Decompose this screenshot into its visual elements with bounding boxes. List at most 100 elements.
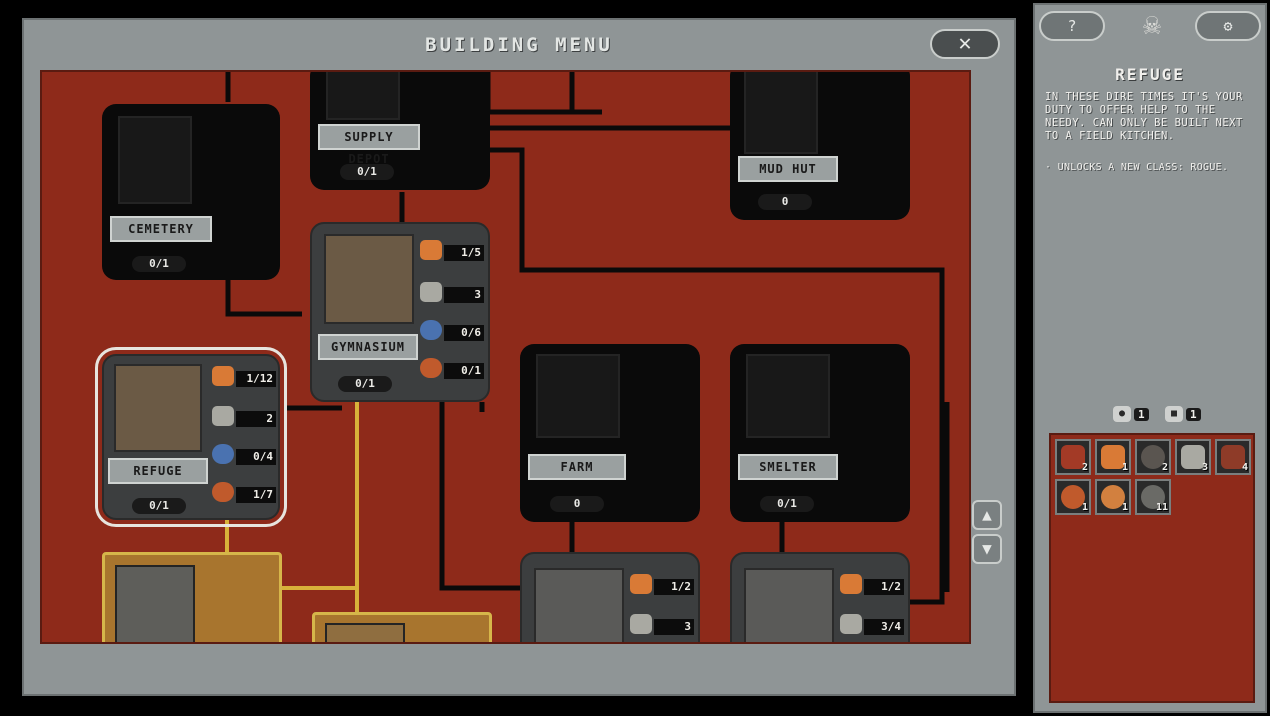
built-node-lower-left[interactable] bbox=[102, 552, 282, 642]
cemetery-node[interactable]: CEMETERY 0/1 bbox=[102, 104, 280, 280]
supply-counter-a: ● 1 bbox=[1113, 405, 1149, 423]
gymnasium-cost-food: 1/5 bbox=[420, 240, 484, 262]
inventory-slot[interactable]: 1 bbox=[1095, 479, 1131, 515]
connection-lines bbox=[225, 72, 950, 632]
skull-emblem-icon: ☠ bbox=[1142, 7, 1162, 42]
orb-icon bbox=[212, 444, 234, 464]
help-icon: ? bbox=[1067, 17, 1077, 35]
smelter-label: SMELTER bbox=[738, 454, 838, 480]
settings-button[interactable]: ⚙ bbox=[1195, 11, 1261, 41]
gymnasium-count: 0/1 bbox=[338, 376, 392, 392]
shard-icon bbox=[1141, 485, 1165, 509]
food-icon bbox=[630, 574, 652, 594]
mud-hut-art bbox=[744, 72, 818, 154]
refuge-cost-meat: 1/7 bbox=[212, 482, 276, 504]
supply-counters: ● 1 ■ 1 bbox=[1113, 405, 1223, 425]
inventory-slot[interactable]: 1 bbox=[1095, 439, 1131, 475]
bottom-node-b[interactable]: 1/2 3/4 bbox=[730, 552, 910, 642]
meat-icon bbox=[212, 482, 234, 502]
bottom-node-a-cost-stone: 3 bbox=[630, 614, 694, 636]
help-button[interactable]: ? bbox=[1039, 11, 1105, 41]
inventory-slot[interactable]: 2 bbox=[1135, 439, 1171, 475]
inventory-slot[interactable]: 1 bbox=[1055, 479, 1091, 515]
resource-inventory: 2 1 2 3 4 1 1 11 bbox=[1049, 433, 1255, 703]
gymnasium-cost-stone: 3 bbox=[420, 282, 484, 304]
mud-hut-count: 0 bbox=[758, 194, 812, 210]
metal-icon bbox=[1141, 445, 1165, 469]
built-node-lower-mid[interactable] bbox=[312, 612, 492, 642]
scrap-icon bbox=[1221, 445, 1245, 469]
supply-depot-node[interactable]: SUPPLY DEPOT 0/1 bbox=[310, 72, 490, 190]
inventory-slot[interactable]: 11 bbox=[1135, 479, 1171, 515]
bottom-node-b-cost-stone: 3/4 bbox=[840, 614, 904, 636]
inventory-slot[interactable]: 2 bbox=[1055, 439, 1091, 475]
smelter-node[interactable]: SMELTER 0/1 bbox=[730, 344, 910, 522]
close-button[interactable]: ✕ bbox=[930, 29, 1000, 59]
meat-icon bbox=[420, 358, 442, 378]
stone-icon bbox=[420, 282, 442, 302]
gear-icon: ⚙ bbox=[1223, 17, 1233, 35]
info-side-panel: ? ☠ ⚙ REFUGE IN THESE DIRE TIMES IT'S YO… bbox=[1033, 3, 1267, 713]
gymnasium-label: GYMNASIUM bbox=[318, 334, 418, 360]
refuge-label: REFUGE bbox=[108, 458, 208, 484]
wood-icon bbox=[1061, 445, 1085, 469]
ration-icon bbox=[1101, 485, 1125, 509]
title-bar: BUILDING MENU ✕ bbox=[24, 20, 1014, 70]
bottom-node-a[interactable]: 1/2 3 bbox=[520, 552, 700, 642]
food-icon bbox=[840, 574, 862, 594]
refuge-node[interactable]: REFUGE 0/1 1/12 2 0/4 1/7 bbox=[95, 347, 287, 527]
stone-icon bbox=[630, 614, 652, 634]
close-icon: ✕ bbox=[958, 31, 972, 56]
built-node-art bbox=[325, 623, 405, 642]
farm-node[interactable]: FARM 0 bbox=[520, 344, 700, 522]
inventory-slot[interactable]: 4 bbox=[1215, 439, 1251, 475]
refuge-cost-stone: 2 bbox=[212, 406, 276, 428]
mud-hut-node[interactable]: MUD HUT 0 bbox=[730, 72, 910, 220]
down-arrow-icon: ▼ bbox=[982, 539, 992, 558]
built-node-art bbox=[115, 565, 195, 642]
food-icon bbox=[420, 240, 442, 260]
gymnasium-cost-meat: 0/1 bbox=[420, 358, 484, 380]
food-icon bbox=[1101, 445, 1125, 469]
smelter-art bbox=[746, 354, 830, 438]
scroll-up-button[interactable]: ▲ bbox=[972, 500, 1002, 530]
refuge-cost-food: 1/12 bbox=[212, 366, 276, 388]
up-arrow-icon: ▲ bbox=[982, 505, 992, 524]
farm-count: 0 bbox=[550, 496, 604, 512]
supply-counter-b: ■ 1 bbox=[1165, 405, 1201, 423]
cemetery-art bbox=[118, 116, 192, 204]
cemetery-label: CEMETERY bbox=[110, 216, 212, 242]
cemetery-count: 0/1 bbox=[132, 256, 186, 272]
orb-icon bbox=[420, 320, 442, 340]
selected-building-description: IN THESE DIRE TIMES IT'S YOUR DUTY TO OF… bbox=[1045, 91, 1243, 142]
meat-icon bbox=[1061, 485, 1085, 509]
refuge-art bbox=[114, 364, 202, 452]
scroll-down-button[interactable]: ▼ bbox=[972, 534, 1002, 564]
bottom-node-b-art bbox=[744, 568, 834, 642]
window-title: BUILDING MENU bbox=[425, 34, 613, 56]
gymnasium-node[interactable]: GYMNASIUM 0/1 1/5 3 0/6 0/1 bbox=[310, 222, 490, 402]
stone-icon bbox=[840, 614, 862, 634]
building-tree-board[interactable]: CEMETERY 0/1 SUPPLY DEPOT 0/1 MUD HUT 0 … bbox=[40, 70, 971, 644]
stone-icon bbox=[212, 406, 234, 426]
selected-building-title: REFUGE bbox=[1115, 65, 1185, 84]
selected-building-unlock: · UNLOCKS A NEW CLASS: ROGUE. bbox=[1045, 162, 1229, 173]
gymnasium-art bbox=[324, 234, 414, 324]
supply-depot-art bbox=[326, 72, 400, 120]
bottom-node-a-cost-food: 1/2 bbox=[630, 574, 694, 596]
gymnasium-cost-orb: 0/6 bbox=[420, 320, 484, 342]
food-icon bbox=[212, 366, 234, 386]
farm-art bbox=[536, 354, 620, 438]
supply-cart-icon: ■ bbox=[1165, 406, 1183, 422]
stone-icon bbox=[1181, 445, 1205, 469]
supply-depot-count: 0/1 bbox=[340, 164, 394, 180]
bottom-node-b-cost-food: 1/2 bbox=[840, 574, 904, 596]
farm-label: FARM bbox=[528, 454, 626, 480]
supply-bag-icon: ● bbox=[1113, 406, 1131, 422]
building-menu-window: BUILDING MENU ✕ bbox=[22, 18, 1016, 696]
bottom-node-a-art bbox=[534, 568, 624, 642]
supply-depot-label: SUPPLY DEPOT bbox=[318, 124, 420, 166]
smelter-count: 0/1 bbox=[760, 496, 814, 512]
refuge-count: 0/1 bbox=[132, 498, 186, 514]
inventory-slot[interactable]: 3 bbox=[1175, 439, 1211, 475]
